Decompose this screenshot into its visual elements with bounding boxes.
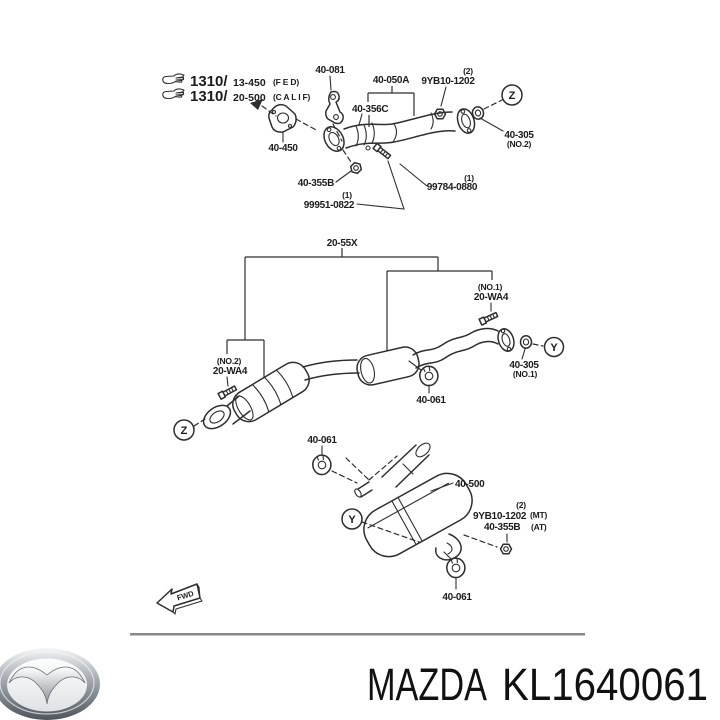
hanger-40-061-upper-drawing xyxy=(310,452,334,477)
rear-muffler-drawing xyxy=(354,442,473,561)
ref-1310-fed-note: (F E D) xyxy=(273,77,299,87)
label-qty-1-99951: (1) xyxy=(342,190,352,200)
hanger-arm-mid xyxy=(408,360,422,371)
bracket-20-55X xyxy=(226,248,493,377)
footer-divider xyxy=(130,633,585,636)
label-no1-tag-wa4: (NO.1) xyxy=(478,282,503,292)
label-mt-note: (MT) xyxy=(530,510,548,520)
mazda-logo xyxy=(0,648,100,720)
rear-section: 40-061 40-500 (2) 9YB10-1202 (MT) 40-355… xyxy=(156,435,548,615)
middle-muffler-drawing xyxy=(356,327,515,386)
dash-view-z-to-flange xyxy=(193,418,206,427)
label-9YB10-1202-top: 9YB10-1202 xyxy=(421,76,475,87)
bracket-40-050A xyxy=(367,86,415,127)
leader-9YB10-1202 xyxy=(440,86,447,107)
label-40-355B-rear: 40-355B xyxy=(484,522,520,533)
leader-40-081 xyxy=(329,75,332,91)
label-40-355B: 40-355B xyxy=(298,178,334,189)
ref-arrow-dash xyxy=(261,105,277,117)
dash-view-y-to-muffler xyxy=(361,521,420,543)
leader-99784-0880 xyxy=(399,163,428,187)
bolt-20-WA4-no1-drawing xyxy=(478,310,499,326)
dash-ring-to-view-z xyxy=(483,99,503,110)
catalytic-converter-drawing xyxy=(202,359,360,430)
label-40-305-no2: 40-305 xyxy=(504,130,534,141)
gasket-40-305-no1-drawing xyxy=(519,335,533,349)
label-40-081: 40-081 xyxy=(315,65,345,76)
label-40-061-rear: 40-061 xyxy=(442,592,472,603)
hanger-arm-rear xyxy=(443,551,452,560)
leader-40-305-no1 xyxy=(521,348,526,360)
label-40-061-upper: 40-061 xyxy=(307,435,337,446)
view-circle-y-mid xyxy=(543,336,565,358)
label-40-050A: 40-050A xyxy=(373,75,409,86)
view-circle-z-top xyxy=(501,84,523,106)
dash-ring-to-view-y xyxy=(532,343,544,347)
leader-40-355B xyxy=(335,170,352,183)
label-40-305-no1: 40-305 xyxy=(509,360,539,371)
bolt-99951-drawing xyxy=(372,142,392,161)
label-no1-tag: (NO.1) xyxy=(513,369,538,379)
view-circle-z-bottom xyxy=(173,419,195,441)
leader-40-356C xyxy=(358,113,363,126)
view-letter-y-bottom: Y xyxy=(348,514,356,526)
label-40-500: 40-500 xyxy=(455,479,485,490)
ref-1310-fed-code: 1310/ xyxy=(190,73,228,90)
label-qty-1-99784: (1) xyxy=(464,173,474,183)
view-letter-z-bottom: Z xyxy=(181,425,188,437)
ref-1310-calif-note: (C A L I F) xyxy=(273,92,311,102)
dash-bracket-to-pipe xyxy=(332,123,352,163)
dash-flange-to-pipe xyxy=(295,118,319,132)
ref-1310-fed-range: 13-450 xyxy=(233,77,266,89)
footer: MAZDA KL1640061 xyxy=(0,633,708,720)
label-no2-tag-wa4: (NO.2) xyxy=(217,356,242,366)
label-20-WA4-no2: 20-WA4 xyxy=(213,366,248,377)
part-number: KL1640061 xyxy=(502,659,708,710)
pointing-hand-icon xyxy=(162,88,185,100)
dash-hanger-to-muffler xyxy=(331,455,398,484)
view-letter-y-mid: Y xyxy=(550,342,558,354)
dash-muffler-to-nut xyxy=(463,534,498,548)
label-40-450: 40-450 xyxy=(268,143,298,154)
label-99951-0822: 99951-0822 xyxy=(304,200,355,211)
ref-callout: 1310/ 13-450 (F E D) 1310/ 20-500 (C A L… xyxy=(162,73,311,117)
hanger-40-061-mid-drawing xyxy=(416,362,442,389)
leader-99951-0822 xyxy=(356,160,405,210)
label-20-WA4-no1: 20-WA4 xyxy=(474,292,509,303)
leader-40-500 xyxy=(430,482,454,492)
center-section: 20-55X (NO.2) 20-WA4 (NO.1) 20-WA4 Z xyxy=(173,238,565,441)
label-qty-2-top: (2) xyxy=(463,66,473,76)
ref-1310-calif-code: 1310/ xyxy=(190,88,228,105)
label-no2-tag: (NO.2) xyxy=(507,139,532,149)
nut-rear-drawing xyxy=(499,543,513,555)
label-40-061-mid: 40-061 xyxy=(416,395,446,406)
leader-20-WA4-no2 xyxy=(226,376,229,387)
label-20-55X: 20-55X xyxy=(327,238,358,249)
front-pipe-section: 1310/ 13-450 (F E D) 1310/ 20-500 (C A L… xyxy=(162,65,535,211)
front-pipe-drawing xyxy=(323,108,476,152)
hanger-bracket-40-081-drawing xyxy=(325,90,344,125)
flange-gasket-40-450-drawing xyxy=(268,103,297,133)
ref-arrowhead xyxy=(250,99,263,110)
label-99784-0880: 99784-0880 xyxy=(427,182,478,193)
label-9YB10-1202-rear: 9YB10-1202 xyxy=(473,511,527,522)
label-at-note: (AT) xyxy=(531,522,547,532)
view-letter-z-top: Z xyxy=(509,90,516,102)
brand-name: MAZDA xyxy=(367,659,487,710)
label-qty-2-rear: (2) xyxy=(516,500,526,510)
view-circle-y-bottom xyxy=(341,508,363,530)
nut-40-355B-drawing xyxy=(348,161,364,175)
label-40-356C: 40-356C xyxy=(352,104,388,115)
pointing-hand-icon xyxy=(162,73,185,85)
fwd-arrow: FWD xyxy=(156,583,203,615)
leader-40-305-no2 xyxy=(479,117,504,132)
